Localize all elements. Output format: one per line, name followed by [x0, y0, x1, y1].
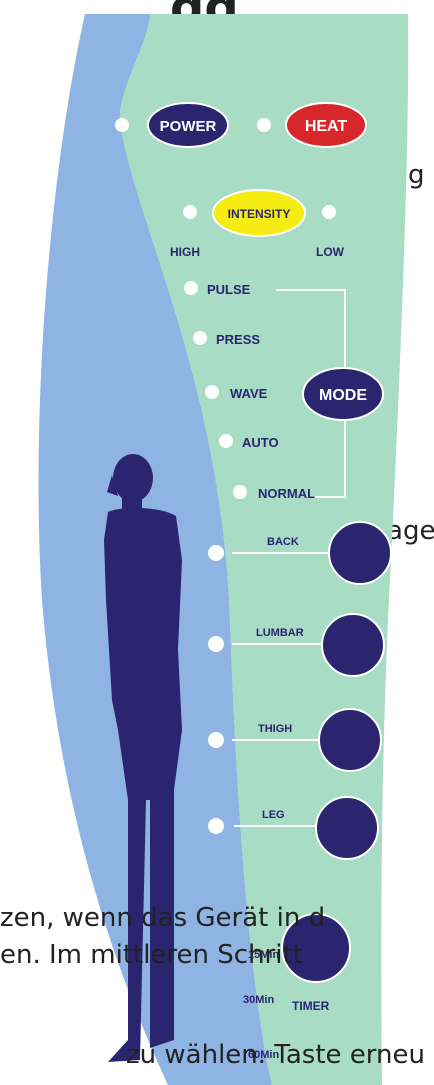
back-button[interactable] [329, 522, 391, 584]
auto-led [219, 434, 233, 448]
zone-leg-label: LEG [262, 809, 285, 821]
mode-wave-label: WAVE [230, 386, 268, 401]
zone-back-label: BACK [267, 536, 299, 548]
intensity-low-label: LOW [316, 245, 345, 259]
leg-led [208, 818, 224, 834]
text-line-1: zen, wenn das Gerät in d [0, 905, 325, 931]
wave-led [205, 385, 219, 399]
normal-led [233, 485, 247, 499]
intensity-button[interactable]: INTENSITY [213, 190, 305, 236]
lumbar-led [208, 636, 224, 652]
timer-label: TIMER [292, 999, 330, 1013]
intensity-button-label: INTENSITY [228, 207, 291, 221]
zone-lumbar-label: LUMBAR [256, 627, 304, 639]
intensity-high-led [183, 205, 197, 219]
intensity-low-led [322, 205, 336, 219]
text-line-3: zu wählen. Taste erneu [126, 1042, 425, 1068]
thigh-led [208, 732, 224, 748]
mode-button-label: MODE [319, 387, 367, 404]
heat-led [257, 118, 271, 132]
back-led [208, 545, 224, 561]
pulse-led [184, 281, 198, 295]
thigh-button[interactable] [319, 709, 381, 771]
mode-press-label: PRESS [216, 332, 260, 347]
mode-auto-label: AUTO [242, 435, 279, 450]
lumbar-button[interactable] [322, 614, 384, 676]
mode-pulse-label: PULSE [207, 282, 251, 297]
timer-30min-label: 30Min [243, 994, 274, 1006]
intensity-high-label: HIGH [170, 245, 200, 259]
heat-button-label: HEAT [305, 118, 348, 135]
power-button-label: POWER [160, 118, 217, 135]
mode-normal-label: NORMAL [258, 486, 315, 501]
power-button[interactable]: POWER [148, 103, 228, 147]
mode-button[interactable]: MODE [303, 368, 383, 420]
zone-thigh-label: THIGH [258, 723, 292, 735]
heat-button[interactable]: HEAT [286, 103, 366, 147]
press-led [193, 331, 207, 345]
power-led [115, 118, 129, 132]
leg-button[interactable] [316, 797, 378, 859]
text-line-2: en. Im mittleren Schritt [0, 942, 303, 968]
